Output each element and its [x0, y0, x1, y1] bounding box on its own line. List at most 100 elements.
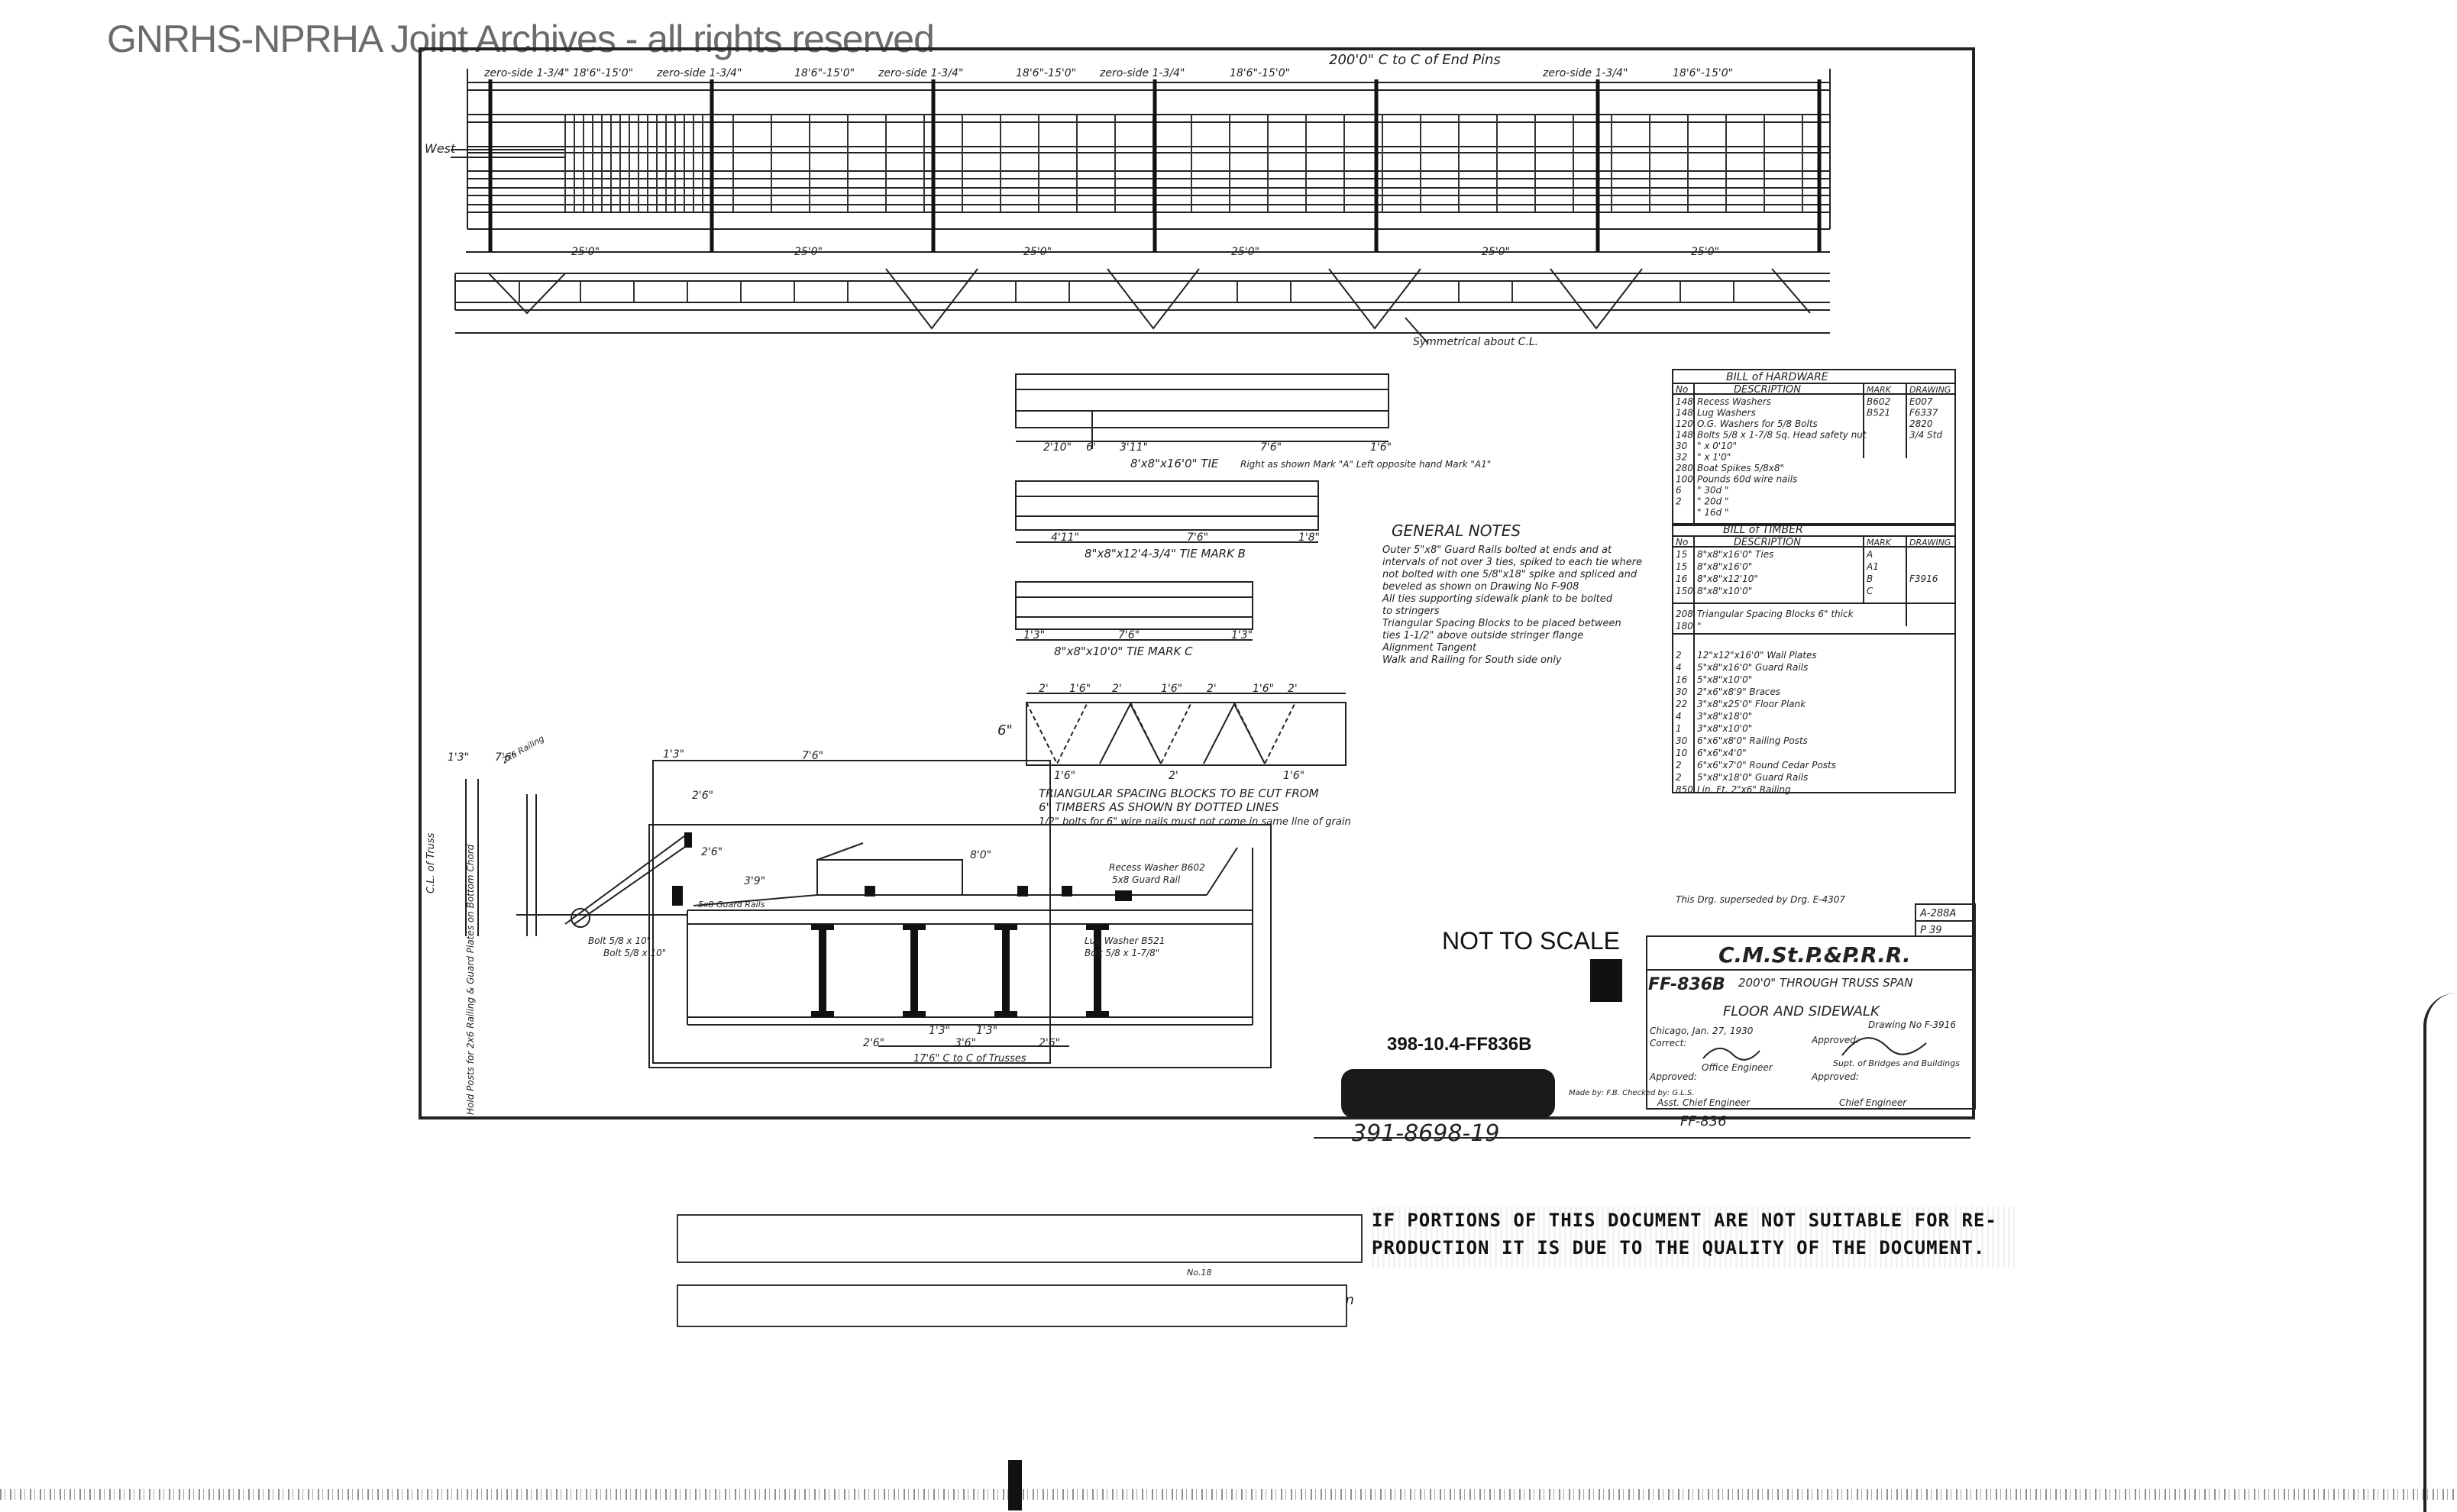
timber-cell: 3"x8"x25'0" Floor Plank [1697, 699, 1806, 709]
panel-label: 18'6"-15'0" [573, 67, 633, 79]
timber-cell: 2 [1676, 650, 1682, 661]
timber-header: No [1676, 537, 1688, 548]
note-line: Triangular Spacing Blocks to be placed b… [1382, 618, 1621, 629]
binder-mark [1008, 1460, 1022, 1510]
timber-title: BILL of TIMBER [1723, 524, 1803, 536]
hardware-cell: " 30d " [1697, 485, 1729, 496]
panel-label: zero-side 1-3/4" [1542, 67, 1628, 79]
panel-label: zero-side 1-3/4" [656, 67, 742, 79]
section-dim: 1'3" [976, 1025, 997, 1037]
section-dim: 7'6" [495, 751, 516, 764]
hardware-header: No [1676, 384, 1688, 395]
timber-cell: 5"x8"x18'0" Guard Rails [1697, 772, 1808, 783]
hardware-header: DESCRIPTION [1734, 384, 1801, 396]
cl-label: C.L. of Truss [425, 832, 437, 893]
panel-label: 18'6"-15'0" [1230, 67, 1290, 79]
hardware-cell: 148 [1676, 408, 1693, 418]
legibility-notice: IF PORTIONS OF THIS DOCUMENT ARE NOT SUI… [1372, 1207, 2015, 1268]
general-notes: GENERAL NOTES Outer 5"x8" Guard Rails bo… [1382, 522, 1642, 666]
spacing-label: 25'0" [1023, 246, 1052, 258]
timber-cell: 6"x6"x8'0" Railing Posts [1697, 735, 1808, 746]
block-dim: 1'6" [1069, 683, 1091, 695]
timber-cell: 8"x8"x16'0" Ties [1697, 549, 1773, 560]
span-title: 200'0" THROUGH TRUSS SPAN [1738, 976, 1912, 990]
timber-cell: 180 [1676, 621, 1693, 632]
timber-cell: 10 [1676, 748, 1688, 758]
hardware-table-grid [1672, 369, 1956, 526]
timber-cell: A [1866, 549, 1873, 560]
timber-cell: 208 [1676, 609, 1693, 619]
hardware-cell: " x 1'0" [1697, 452, 1731, 463]
timber-cell: F3916 [1909, 573, 1938, 584]
cross-section-labels: 1'3" 7'6" 1'3" 2'6" 2'6" 8'0" 3'9" 1'3" … [425, 734, 1205, 1115]
file-code: 398-10.4-FF836B [1387, 1034, 1532, 1055]
timber-cell: " [1697, 621, 1702, 632]
title-block-frame [1646, 903, 1976, 1110]
timber-cell: 8"x8"x10'0" [1697, 586, 1752, 596]
notes-title: GENERAL NOTES [1392, 522, 1521, 540]
section-dim: 1'3" [448, 751, 469, 764]
tie-detail-a [1015, 373, 1389, 449]
sheet-ref: P 39 [1920, 925, 1942, 936]
ruler-maker: No.18 [1187, 1268, 1211, 1278]
timber-cell: 15 [1676, 549, 1687, 560]
ties-sparse [732, 115, 1803, 212]
truss-dim: 17'6" C to C of Trusses [913, 1053, 1026, 1065]
hardware-cell: 100 [1676, 474, 1693, 485]
hardware-header: MARK [1867, 385, 1892, 395]
lower-diagonals [488, 268, 1811, 330]
hardware-cell: 6 [1676, 485, 1682, 496]
railroad-name: C.M.St.P.&P.R.R. [1718, 942, 1911, 968]
hardware-cell: " 20d " [1697, 496, 1729, 507]
tie-a-dim: 2'10" [1043, 441, 1072, 454]
elevation-labels: 200'0" C to C of End Pins zero-side 1-3/… [425, 52, 1733, 348]
tie-detail-c [1015, 581, 1253, 641]
stringers [672, 832, 1132, 1017]
section-label: Recess Washer B602 [1109, 862, 1205, 873]
block-dim: 2' [1169, 770, 1178, 782]
block-dim: 1'6" [1054, 770, 1075, 782]
spacing-label: 25'0" [571, 246, 600, 258]
timber-cell: 3"x8"x18'0" [1697, 711, 1752, 722]
panel-label: zero-side 1-3/4" [1099, 67, 1185, 79]
block-dim: 1'6" [1253, 683, 1274, 695]
panel-points [488, 79, 1822, 252]
hardware-cell: Pounds 60d wire nails [1697, 474, 1797, 485]
block-dim: 2' [1039, 683, 1049, 695]
hardware-header: DRAWING [1909, 385, 1951, 395]
panel-label: 18'6"-15'0" [794, 67, 855, 79]
panel-label: 18'6"-15'0" [1673, 67, 1733, 79]
legibility-line-2: PRODUCTION IT IS DUE TO THE QUALITY OF T… [1372, 1237, 1986, 1258]
drawing-sheet [419, 47, 1975, 1119]
section-label: Bolt 5/8 x 10" [603, 948, 666, 958]
hardware-cell: Recess Washers [1697, 396, 1771, 407]
block-dim: 2' [1112, 683, 1122, 695]
hardware-cell: 2820 [1909, 418, 1933, 429]
note-line: not bolted with one 5/8"x18" spike and s… [1382, 569, 1637, 580]
hardware-cell: 148 [1676, 396, 1693, 407]
tie-a-caption: 8'x8"x16'0" TIE [1130, 457, 1219, 470]
timber-table-grid [1672, 523, 1956, 793]
redaction-stamp-large [1341, 1069, 1555, 1118]
signature-supt [1841, 1037, 1927, 1056]
section-dim: 2'6" [692, 790, 713, 802]
symmetry-note: Symmetrical about C.L. [1413, 336, 1538, 348]
asst-chief: Asst. Chief Engineer [1657, 1097, 1751, 1108]
correct-label: Correct: [1650, 1038, 1686, 1048]
spacing-label: 25'0" [1482, 246, 1510, 258]
section-dim: 7'6" [802, 750, 823, 762]
timber-cell: Triangular Spacing Blocks 6" thick [1697, 609, 1854, 619]
side-note: Hold Posts for 2x6 Railing & Guard Plate… [465, 844, 476, 1115]
tie-a-dim: 7'6" [1260, 441, 1282, 454]
drawing-number: Drawing No F-3916 [1868, 1019, 1956, 1030]
timber-cell: 4 [1676, 662, 1682, 673]
title-block-text: This Drg. superseded by Drg. E-4307 A-28… [1352, 894, 1960, 1147]
section-dim: 2'6" [863, 1037, 884, 1049]
hardware-cell: 148 [1676, 430, 1693, 441]
section-dim: 3'9" [744, 875, 765, 887]
approved-label: Approved: [1649, 1071, 1697, 1082]
checker-note: Made by: F.B. Checked by: G.L.S. [1569, 1089, 1695, 1097]
section-dim: 1'3" [929, 1025, 950, 1037]
section-label: Bolt 5/8 x 10" [588, 935, 651, 946]
